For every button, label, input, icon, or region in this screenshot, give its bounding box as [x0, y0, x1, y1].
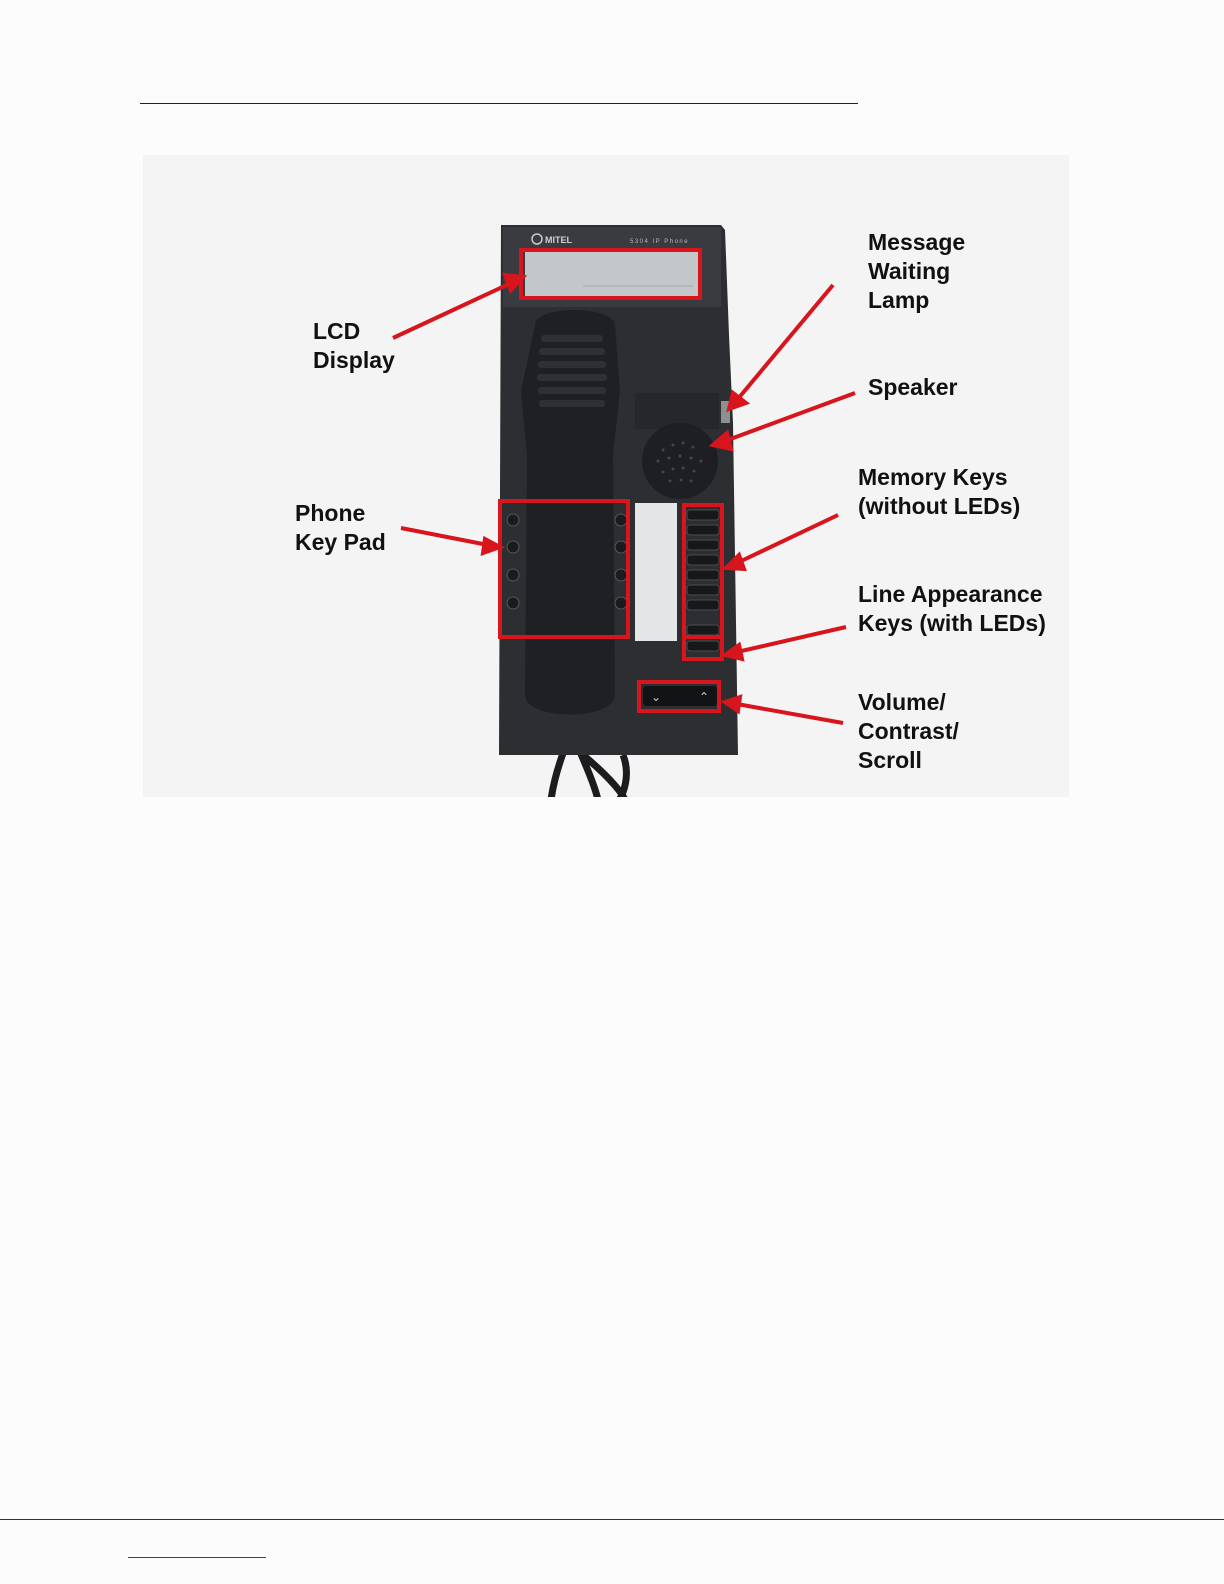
key-label-card — [635, 503, 677, 641]
label-volume-contrast-scroll: Volume/ Contrast/ Scroll — [858, 688, 959, 775]
brand-name: MITEL — [545, 235, 572, 245]
svg-text:⌄: ⌄ — [651, 690, 661, 704]
handset — [521, 310, 620, 715]
header-rule — [140, 103, 858, 104]
label-line-appearance-keys: Line Appearance Keys (with LEDs) — [858, 580, 1046, 638]
svg-text:⌃: ⌃ — [699, 690, 709, 704]
label-speaker: Speaker — [868, 373, 958, 402]
model-name: 5304 IP Phone — [630, 239, 689, 245]
programmable-keys — [687, 510, 719, 651]
footer-link-underline[interactable] — [128, 1557, 266, 1558]
label-lcd-display: LCD Display — [313, 317, 395, 375]
lcd-screen — [525, 252, 699, 297]
footer-rule — [0, 1519, 1224, 1520]
label-memory-keys: Memory Keys (without LEDs) — [858, 463, 1020, 521]
phone-figure: MITEL 5304 IP Phone — [143, 155, 1069, 797]
speaker-grille — [642, 423, 718, 499]
label-message-waiting-lamp: Message Waiting Lamp — [868, 228, 965, 315]
label-phone-key-pad: Phone Key Pad — [295, 499, 386, 557]
